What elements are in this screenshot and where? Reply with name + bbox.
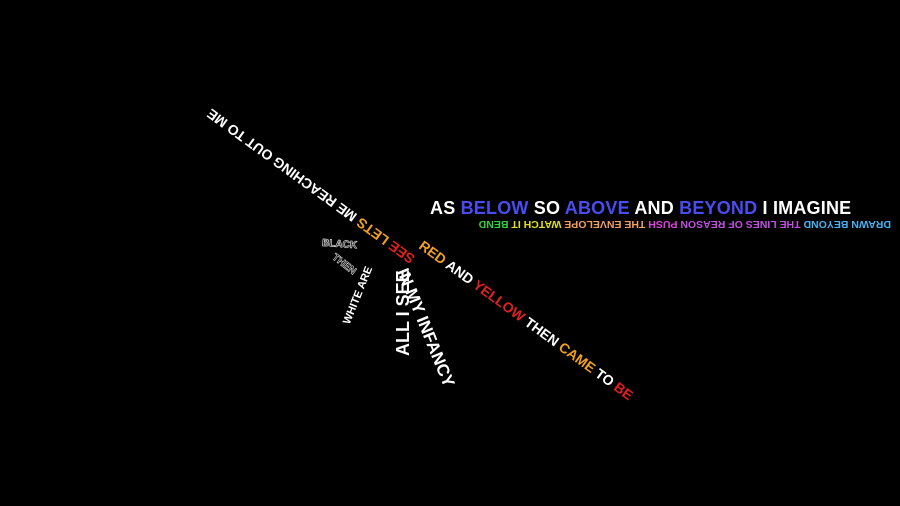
headline-word-1: BELOW xyxy=(460,198,529,218)
headline-word-5: BEYOND xyxy=(679,198,758,218)
mirror-word-1: THE LINES OF REASON xyxy=(680,218,801,230)
headline-word-4: AND xyxy=(629,198,680,218)
headline-word-2: SO xyxy=(528,198,565,218)
mirror-text: DRAWN BEYOND THE LINES OF REASON PUSH TH… xyxy=(478,218,891,230)
mirror-word-5: BEND xyxy=(478,218,509,230)
mirror-word-3: THE ENVELOPE xyxy=(564,218,646,230)
mirrored-line: DRAWN BEYOND THE LINES OF REASON PUSH TH… xyxy=(430,217,891,230)
red-yellow-word-2: YELLOW xyxy=(470,276,529,325)
headline-word-0: AS xyxy=(430,198,461,218)
mirror-word-0: DRAWN BEYOND xyxy=(800,218,891,230)
mirror-word-2: PUSH xyxy=(645,218,681,230)
headline-text: AS BELOW SO ABOVE AND BEYOND I IMAGINE xyxy=(430,199,851,217)
mirror-word-4: WATCH IT xyxy=(508,218,565,230)
headline-word-6: I IMAGINE xyxy=(757,198,852,218)
headline-word-3: ABOVE xyxy=(564,198,630,218)
lyric-black: BLACK xyxy=(321,237,358,252)
lyric-then: THEN xyxy=(329,251,359,278)
lets-me-word-3: REACHING OUT TO ME xyxy=(203,105,343,213)
red-yellow-word-3: THEN xyxy=(518,311,566,352)
lyric-lets-me-see: SEE LETS ME REACHING OUT TO ME xyxy=(203,105,418,267)
